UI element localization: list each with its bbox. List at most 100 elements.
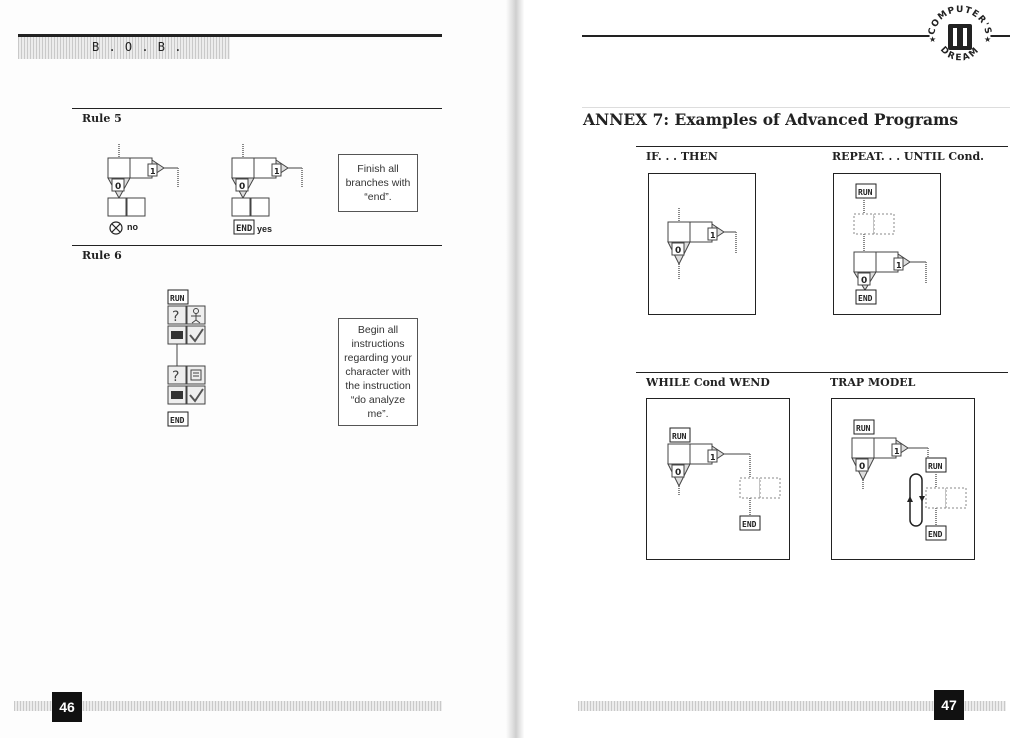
- arrow-down-icon: [919, 496, 925, 502]
- rule5-divider: [72, 108, 442, 109]
- rule5-yes-diagram: 0 1 END: [231, 144, 303, 235]
- rule5-title: Rule 5: [82, 112, 122, 125]
- empty-block: [107, 197, 127, 217]
- empty-slot: [853, 213, 875, 235]
- branch-one-label: 1: [150, 167, 156, 176]
- rule5-no-caption: no: [127, 222, 138, 232]
- trap-model-diagram: RUN 0 1 RUN END: [851, 419, 967, 541]
- condition-block: [107, 157, 131, 179]
- condition-block: [667, 221, 691, 243]
- book-gutter: [506, 0, 524, 738]
- check-icon: [189, 388, 204, 403]
- run-block-label: RUN: [928, 462, 943, 471]
- right-page: COMPUTER'S DREAM ★ ★ ANNEX 7: Examples o…: [512, 0, 1024, 738]
- question-block: [167, 365, 187, 385]
- branch-zero-label: 0: [861, 276, 867, 286]
- empty-slot: [945, 487, 967, 509]
- branch-one-label: 1: [896, 261, 902, 270]
- star-icon: ★: [929, 35, 936, 44]
- end-block: [739, 515, 761, 531]
- condition-block: [231, 157, 255, 179]
- object-icon: [190, 369, 202, 381]
- branch-zero-label: 0: [675, 246, 681, 256]
- end-block-label: END: [858, 294, 873, 303]
- rule6-title: Rule 6: [82, 249, 122, 262]
- empty-slot: [925, 487, 947, 509]
- empty-block: [250, 197, 270, 217]
- svg-text:?: ?: [172, 369, 179, 385]
- run-block: [669, 427, 691, 443]
- example-if-then-title: IF. . . THEN: [646, 150, 718, 163]
- example-while-wend-title: WHILE Cond WEND: [646, 376, 770, 389]
- annex-top-rule: [582, 107, 1010, 108]
- branch-one-label: 1: [710, 231, 716, 240]
- branch-one-label: 1: [274, 167, 280, 176]
- end-block-label: END: [742, 520, 757, 529]
- while-wend-diagram: RUN 0 1 END: [667, 427, 781, 531]
- run-block-label: RUN: [170, 294, 185, 303]
- repeat-until-frame: [833, 173, 941, 315]
- annex-heading: ANNEX 7: Examples of Advanced Programs: [583, 110, 959, 129]
- rule5-yes-caption: yes: [257, 224, 273, 234]
- end-block: [925, 525, 947, 541]
- cross-icon: [109, 221, 123, 235]
- example-repeat-until-title: REPEAT. . . UNTIL Cond.: [832, 150, 985, 163]
- check-block: [186, 385, 206, 405]
- end-block: [855, 289, 877, 305]
- branch-one-label: 1: [710, 453, 716, 462]
- rule6-divider: [72, 245, 442, 246]
- examples-row1-rule: [636, 146, 1008, 147]
- footer-bar: [578, 701, 1006, 711]
- end-block-label: END: [170, 416, 185, 425]
- empty-block: [126, 197, 146, 217]
- while-wend-frame: [646, 398, 790, 560]
- footer-bar: [14, 701, 442, 711]
- star-icon: ★: [984, 35, 991, 44]
- page-number-left: 46: [52, 692, 82, 722]
- end-block: [167, 411, 189, 427]
- end-block-label: END: [928, 530, 943, 539]
- rule5-no-diagram: 0 1: [107, 144, 179, 235]
- arrow-up-icon: [907, 496, 913, 502]
- empty-slot: [873, 213, 895, 235]
- object-block: [186, 365, 206, 385]
- condition-block: [851, 437, 875, 459]
- example-trap-model-title: TRAP MODEL: [830, 376, 916, 389]
- header-rule: [582, 35, 1010, 37]
- condition-block: [853, 251, 877, 273]
- run-block: [853, 419, 875, 435]
- run-block: [855, 183, 877, 199]
- empty-block: [231, 197, 251, 217]
- check-icon: [189, 328, 204, 343]
- branch-zero-label: 0: [239, 182, 245, 192]
- page-number-right: 47: [934, 690, 964, 720]
- branch-zero-label: 0: [115, 182, 121, 192]
- run-block-label: RUN: [858, 188, 873, 197]
- branch-one-label: 1: [894, 447, 900, 456]
- header-rule: [18, 34, 442, 37]
- run-block: [167, 289, 189, 305]
- check-block: [186, 325, 206, 345]
- condition-block: [667, 443, 691, 465]
- empty-slot: [739, 477, 761, 499]
- repeat-until-diagram: RUN 0 1 END: [853, 183, 927, 305]
- run-block-label: RUN: [672, 432, 687, 441]
- run-block-label: RUN: [856, 424, 871, 433]
- running-header: B . O . B .: [92, 40, 183, 54]
- rule6-diagram: RUN ? ? END: [167, 289, 206, 427]
- computers-dream-logo: COMPUTER'S DREAM ★ ★: [927, 5, 992, 68]
- header-tab: [18, 37, 230, 59]
- examples-row2-rule: [636, 372, 1008, 373]
- if-then-diagram: 0 1: [667, 208, 737, 280]
- if-then-frame: [648, 173, 756, 315]
- branch-zero-label: 0: [859, 462, 865, 472]
- svg-text:?: ?: [172, 309, 179, 325]
- question-block: [167, 305, 187, 325]
- branch-zero-label: 0: [675, 468, 681, 478]
- end-block: [233, 219, 255, 235]
- left-page: B . O . B . Rule 5 0 1 no: [14, 34, 442, 722]
- empty-slot: [759, 477, 781, 499]
- rule6-note: Begin all instructions regarding your ch…: [338, 318, 418, 426]
- end-block-label: END: [236, 224, 253, 234]
